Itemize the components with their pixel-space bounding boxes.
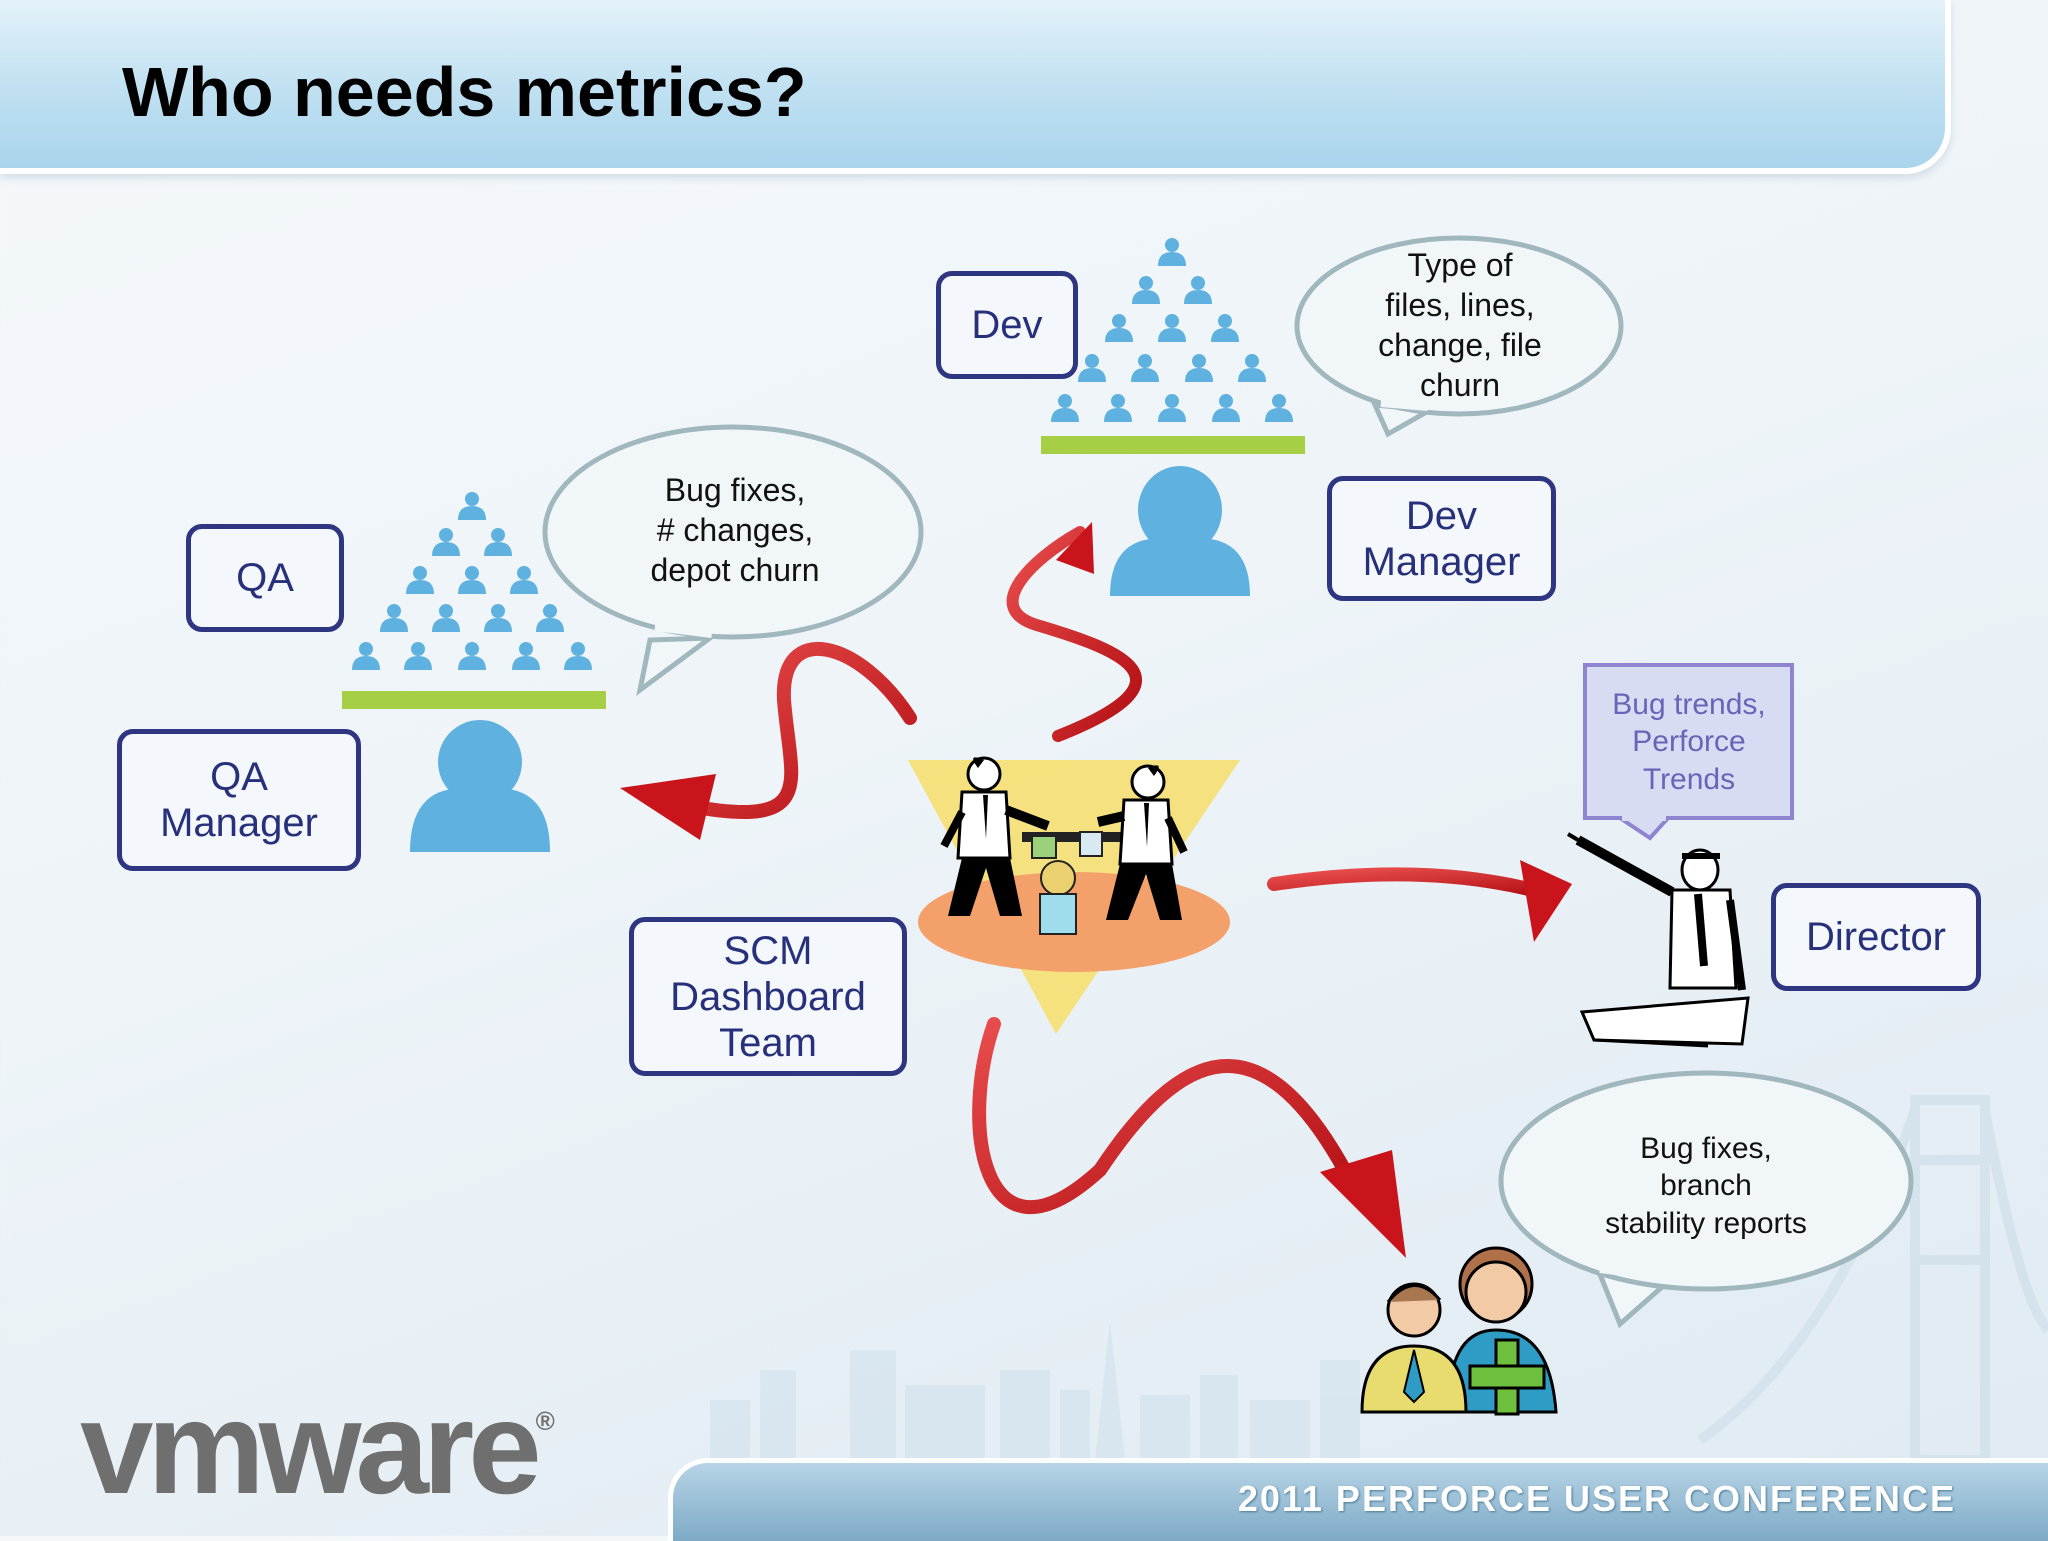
arrow-to-dev-head <box>1056 522 1094 574</box>
dev-speech-bubble <box>1294 235 1624 438</box>
qa-platform <box>342 691 606 709</box>
dev-platform <box>1041 436 1305 454</box>
dev-metrics-line-3: change, file <box>1378 327 1542 363</box>
arrowheads <box>620 522 1572 1258</box>
qa-manager-label-line-1: QA <box>210 755 268 799</box>
release-speech-bubble <box>1498 1070 1914 1329</box>
dev-manager-label: Dev Manager <box>1327 476 1556 601</box>
scm-team-illustration <box>908 756 1240 1034</box>
conference-banner <box>668 1458 2048 1541</box>
vmware-logo-text: vmware <box>80 1374 542 1521</box>
arrow-to-qa-head <box>620 774 716 840</box>
release-metrics-line-2: branch <box>1660 1169 1752 1203</box>
title-banner: Who needs metrics? <box>0 0 1951 174</box>
director-label: Director <box>1771 883 1981 991</box>
director-metrics-text: Bug trends, Perforce Trends <box>1588 684 1790 800</box>
arrow-to-release-head <box>1320 1150 1406 1258</box>
slide-title: Who needs metrics? <box>122 53 807 131</box>
flow-arrows <box>683 526 1555 1215</box>
dev-metrics-line-4: churn <box>1419 367 1501 403</box>
qa-metrics-text: Bug fixes, # changes, depot churn <box>590 468 880 592</box>
dev-metrics-line-1: Type of <box>1407 247 1513 283</box>
qa-manager-label: QA Manager <box>117 729 361 871</box>
arrow-to-director-head <box>1520 860 1572 942</box>
dev-label: Dev <box>936 271 1078 379</box>
dev-manager-label-line-1: Dev <box>1405 493 1478 538</box>
arrow-to-director <box>1267 867 1555 901</box>
arrow-to-dev <box>1006 526 1142 742</box>
scm-label-line-1: SCM <box>723 928 813 973</box>
director-illustration <box>1566 832 1750 1048</box>
vmware-logo: vmware® <box>80 1382 555 1514</box>
arrow-to-release <box>972 1017 1357 1215</box>
qa-metrics-line-1: Bug fixes, <box>664 472 806 508</box>
qa-manager-label-line-2: Manager <box>160 801 318 845</box>
arrow-to-qa <box>683 641 917 820</box>
director-metrics-line-3: Trends <box>1642 762 1736 796</box>
qa-metrics-line-3: depot churn <box>650 552 820 588</box>
scm-dashboard-team-label: SCM Dashboard Team <box>629 917 907 1076</box>
scm-label-line-2: Dashboard <box>670 974 866 1019</box>
director-note <box>1583 663 1794 841</box>
qa-label: QA <box>186 524 344 632</box>
dev-metrics-line-2: files, lines, <box>1385 287 1535 323</box>
release-metrics-line-3: stability reports <box>1605 1206 1807 1240</box>
director-label-text: Director <box>1805 915 1947 959</box>
conference-name: 2011 PERFORCE USER CONFERENCE <box>1237 1478 1956 1519</box>
scm-label-line-3: Team <box>719 1020 817 1065</box>
release-metrics-line-1: Bug fixes, <box>1640 1131 1772 1165</box>
release-team-icon <box>1360 1246 1558 1416</box>
director-metrics-line-2: Perforce <box>1632 725 1746 759</box>
dev-manager-label-line-2: Manager <box>1362 539 1521 584</box>
qa-speech-bubble <box>542 424 924 696</box>
dev-metrics-text: Type of files, lines, change, file churn <box>1330 244 1590 406</box>
dev-label-text: Dev <box>971 303 1043 347</box>
dev-manager-icon <box>1110 466 1250 596</box>
registered-mark: ® <box>535 1406 555 1436</box>
qa-manager-icon <box>410 720 550 852</box>
director-metrics-line-1: Bug trends, <box>1612 687 1766 721</box>
release-metrics-text: Bug fixes, branch stability reports <box>1566 1128 1846 1244</box>
dev-team-icon <box>1051 238 1293 422</box>
qa-metrics-line-2: # changes, <box>656 512 814 548</box>
qa-label-text: QA <box>236 556 294 600</box>
